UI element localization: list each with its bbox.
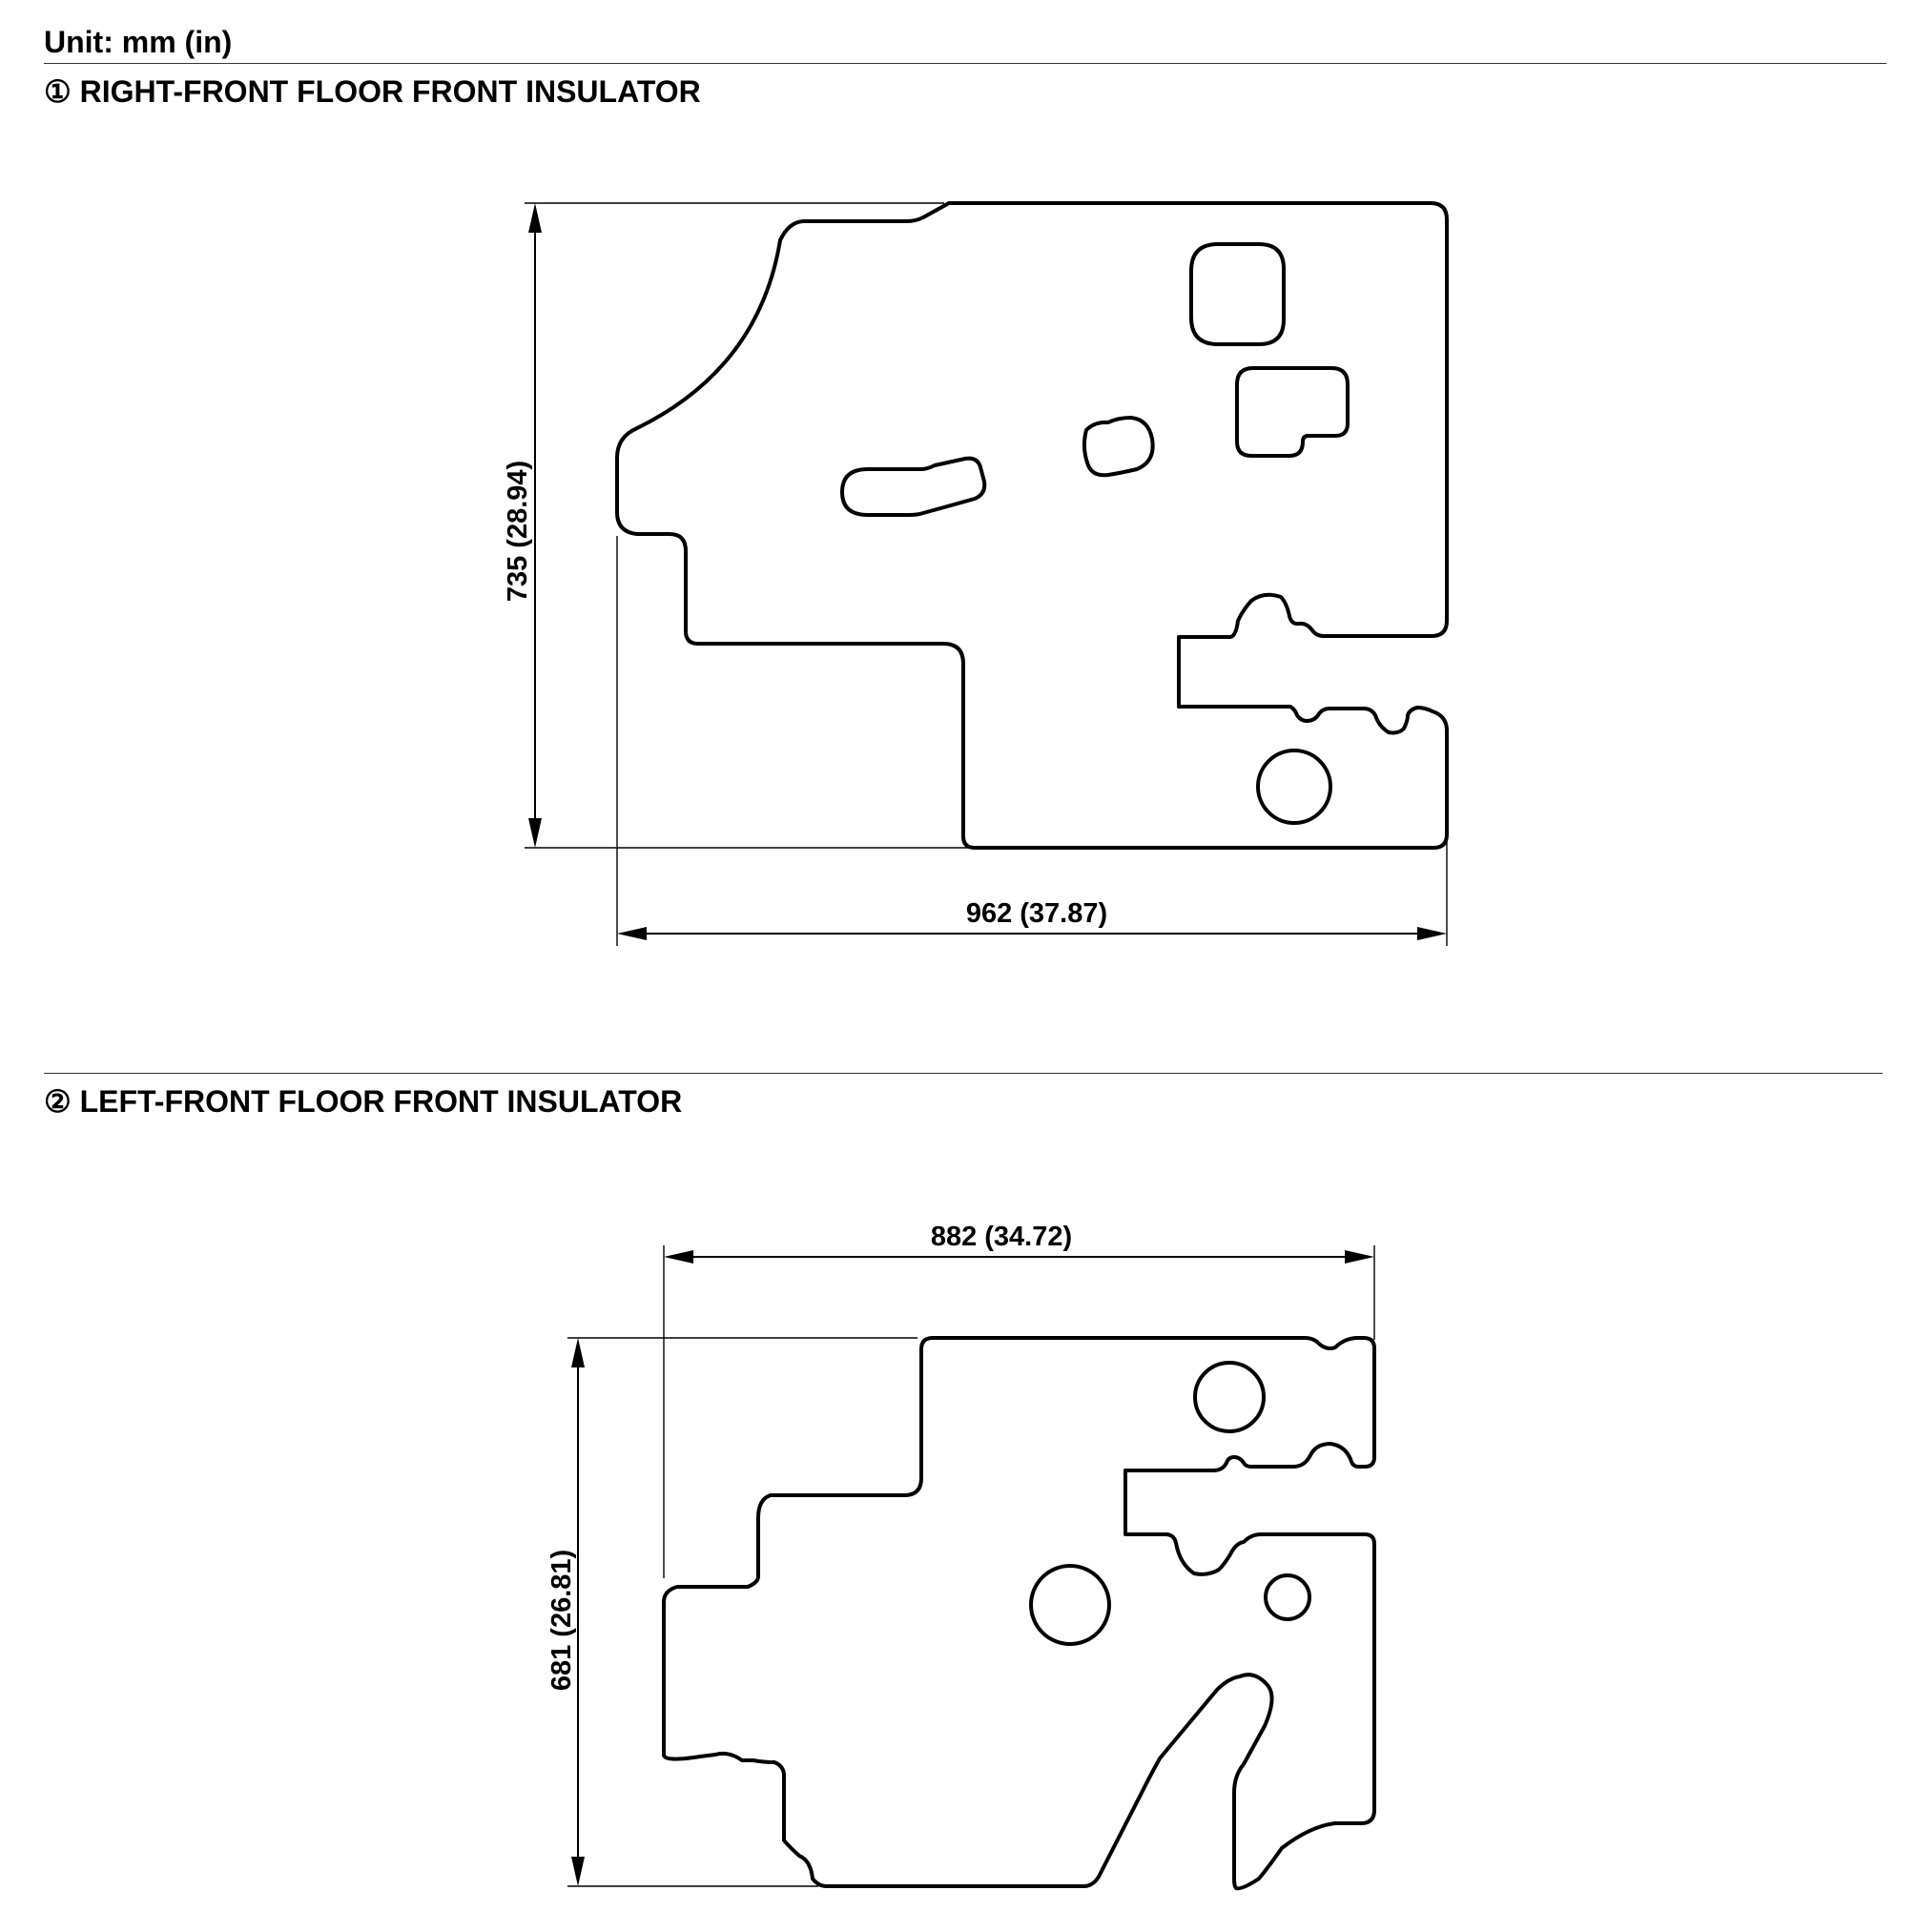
section-divider [44,1073,1883,1074]
part-2-small-hole [1264,1573,1311,1621]
part-2-title: ② LEFT-FRONT FLOOR FRONT INSULATOR [44,1084,683,1119]
part-1-drawing: 735 (28.94) 962 (37.87) [503,201,1449,946]
part-1-slot-cutout [840,456,987,517]
part-2-height-label: 681 (26.81) [546,1550,577,1691]
part-2-drawing: 882 (34.72) 681 (26.81) [546,1222,1376,1891]
part-1-square-cutout [1189,242,1286,346]
part-1-height-label: 735 (28.94) [503,461,533,602]
part-2-center-hole [1029,1564,1111,1646]
part-1-round-hole [1256,749,1332,825]
part-2-upper-hole [1193,1361,1266,1433]
unit-label: Unit: mm (in) [44,25,233,59]
part-1-title: ① RIGHT-FRONT FLOOR FRONT INSULATOR [44,74,701,109]
part-1-blob-cutout [1082,416,1155,478]
part-1-rect-cutout [1235,366,1350,458]
header-divider [44,63,1886,64]
part-2-outline [662,1336,1376,1891]
part-1-outline [615,201,1449,850]
part-2-width-label: 882 (34.72) [931,1222,1072,1252]
part-1-width-label: 962 (37.87) [966,898,1107,929]
